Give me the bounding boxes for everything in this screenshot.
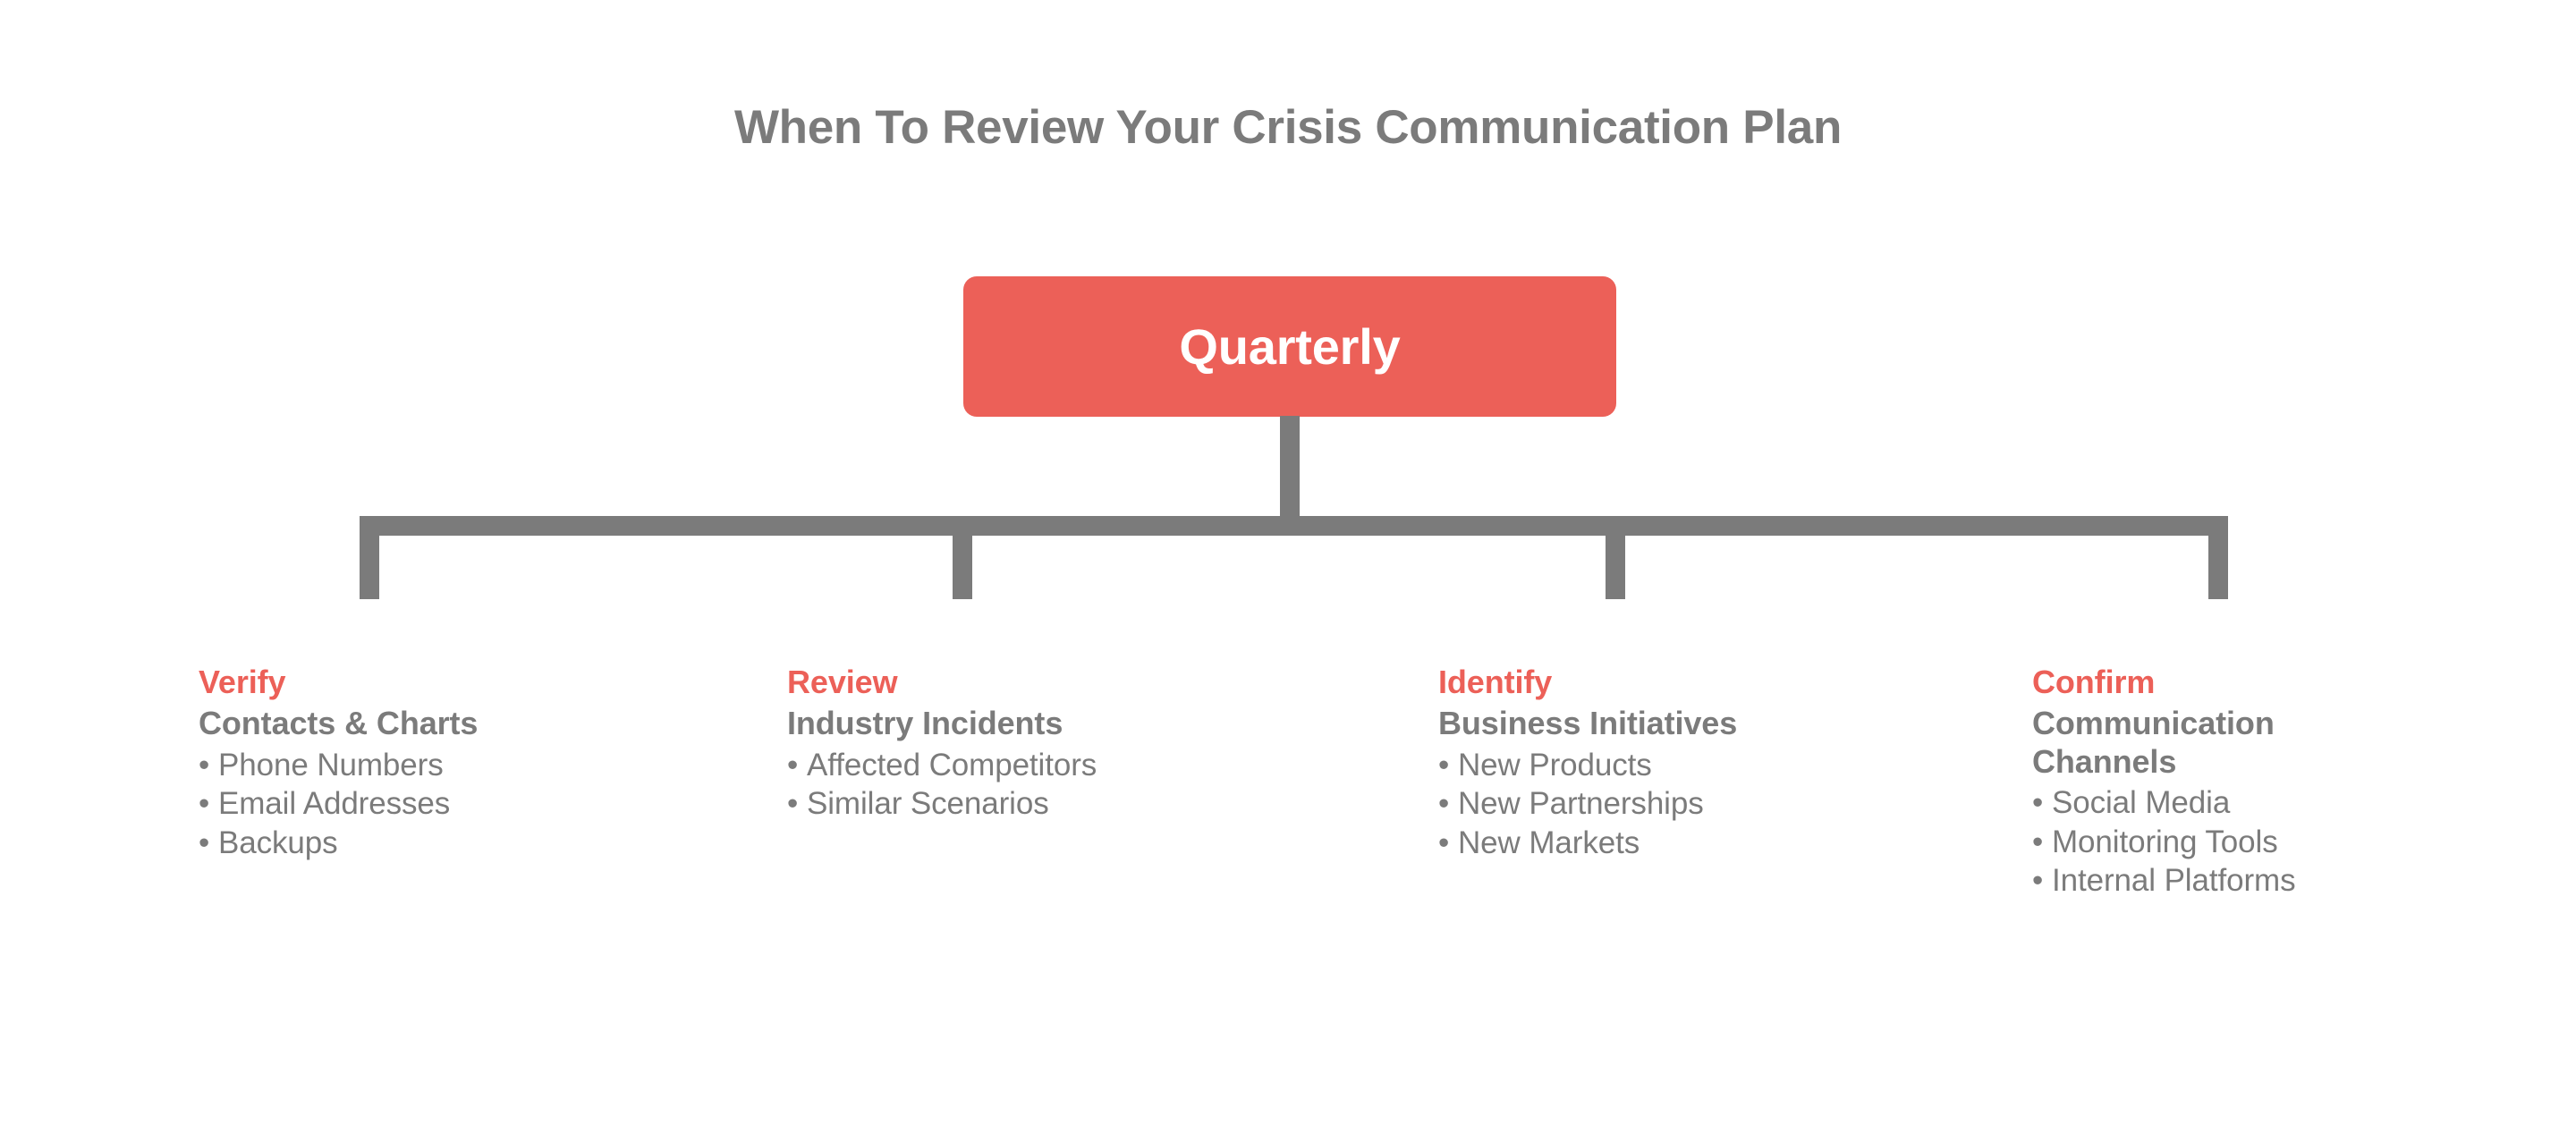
bullet-icon: • bbox=[199, 825, 210, 860]
root-node-label: Quarterly bbox=[1179, 317, 1401, 375]
branch-columns: Verify Contacts & Charts •Phone Numbers … bbox=[0, 664, 2576, 1039]
connector-stem-2 bbox=[953, 516, 972, 599]
branch-column-verify: Verify Contacts & Charts •Phone Numbers … bbox=[199, 664, 771, 862]
list-item: •Backups bbox=[199, 824, 771, 862]
branch-action-label: Identify bbox=[1438, 664, 1553, 700]
list-item-label: Social Media bbox=[2052, 785, 2231, 821]
list-item-label: Phone Numbers bbox=[218, 747, 444, 782]
list-item-label: Internal Platforms bbox=[2052, 863, 2296, 899]
branch-item-list: •Social Media •Monitoring Tools •Interna… bbox=[2032, 783, 2408, 900]
connector-trunk-vertical bbox=[1280, 416, 1300, 516]
list-item-label: New Partnerships bbox=[1458, 786, 1704, 822]
bullet-icon: • bbox=[1438, 825, 1450, 860]
branch-action-label: Confirm bbox=[2032, 664, 2156, 700]
list-item: •New Markets bbox=[1438, 824, 2011, 862]
bullet-icon: • bbox=[1438, 786, 1450, 822]
list-item-label: Similar Scenarios bbox=[807, 786, 1049, 822]
list-item: •Internal Platforms bbox=[2032, 861, 2408, 900]
branch-column-review: Review Industry Incidents •Affected Comp… bbox=[787, 664, 1413, 824]
connector-stem-1 bbox=[360, 516, 379, 599]
branch-item-list: •Affected Competitors •Similar Scenarios bbox=[787, 746, 1413, 824]
list-item: •Affected Competitors bbox=[787, 746, 1413, 784]
bullet-icon: • bbox=[787, 786, 799, 822]
branch-action-label: Verify bbox=[199, 664, 286, 700]
connector-horizontal-rail bbox=[360, 516, 2228, 536]
bullet-icon: • bbox=[2032, 824, 2044, 859]
connector-stem-4 bbox=[2208, 516, 2228, 599]
list-item: •Monitoring Tools bbox=[2032, 823, 2408, 861]
list-item: •Similar Scenarios bbox=[787, 784, 1413, 823]
branch-subject-label: Business Initiatives bbox=[1438, 705, 1738, 742]
branch-subject-label: Contacts & Charts bbox=[199, 705, 479, 742]
list-item: •New Products bbox=[1438, 746, 2011, 784]
branch-item-list: •Phone Numbers •Email Addresses •Backups bbox=[199, 746, 771, 862]
branch-column-confirm: Confirm Communication Channels •Social M… bbox=[2032, 664, 2408, 901]
bullet-icon: • bbox=[787, 747, 799, 782]
bullet-icon: • bbox=[1438, 747, 1450, 782]
branch-action-label: Review bbox=[787, 664, 898, 700]
branch-subject-label: Communication Channels bbox=[2032, 705, 2275, 780]
branch-subject-label: Industry Incidents bbox=[787, 705, 1063, 742]
branch-item-list: •New Products •New Partnerships •New Mar… bbox=[1438, 746, 2011, 862]
list-item-label: Email Addresses bbox=[218, 786, 451, 822]
bullet-icon: • bbox=[199, 786, 210, 822]
list-item: •Email Addresses bbox=[199, 784, 771, 823]
list-item-label: Backups bbox=[218, 825, 338, 860]
connector-stem-3 bbox=[1606, 516, 1625, 599]
list-item-label: New Markets bbox=[1458, 825, 1640, 860]
page-title: When To Review Your Crisis Communication… bbox=[733, 101, 1843, 154]
list-item: •New Partnerships bbox=[1438, 784, 2011, 823]
list-item: •Phone Numbers bbox=[199, 746, 771, 784]
branch-column-identify: Identify Business Initiatives •New Produ… bbox=[1438, 664, 2011, 862]
list-item-label: Monitoring Tools bbox=[2052, 824, 2278, 859]
bullet-icon: • bbox=[2032, 863, 2044, 899]
bullet-icon: • bbox=[2032, 785, 2044, 821]
list-item-label: Affected Competitors bbox=[807, 747, 1097, 782]
root-node-quarterly: Quarterly bbox=[963, 276, 1616, 417]
bullet-icon: • bbox=[199, 747, 210, 782]
list-item: •Social Media bbox=[2032, 783, 2408, 822]
list-item-label: New Products bbox=[1458, 747, 1652, 782]
